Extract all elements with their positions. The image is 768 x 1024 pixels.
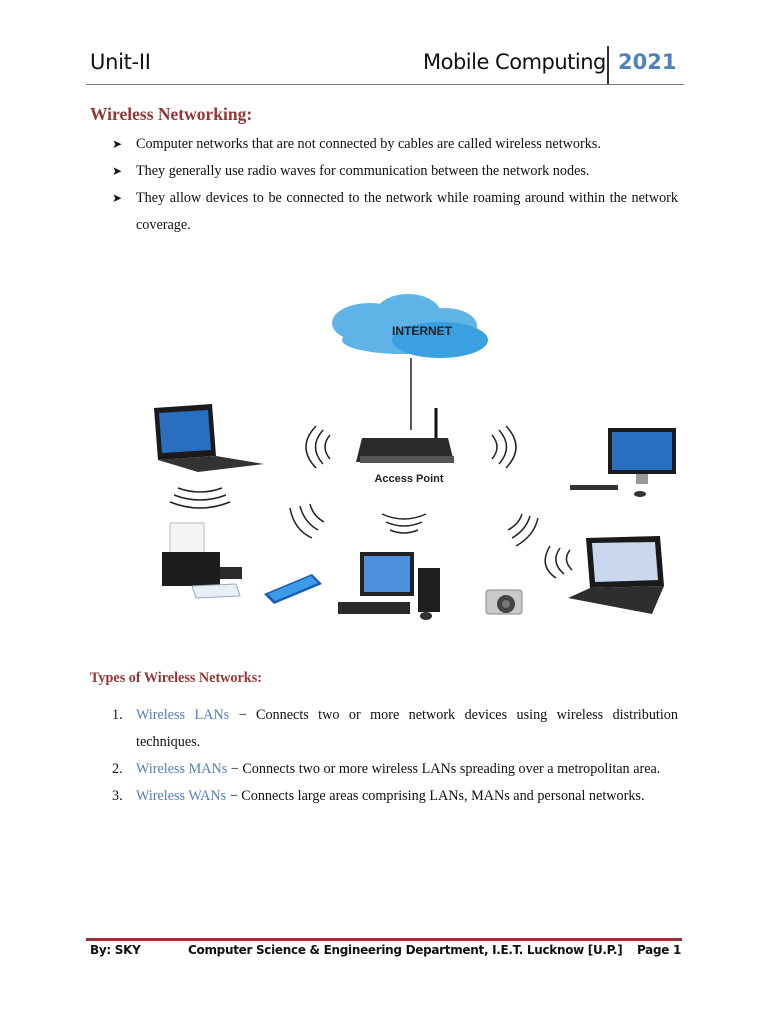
list-number: 3. bbox=[112, 788, 123, 804]
footer-author: By: SKY bbox=[90, 943, 141, 957]
wireless-network-diagram: INTERNET Access Point bbox=[154, 294, 676, 620]
bullet-text: They generally use radio waves for commu… bbox=[136, 163, 590, 179]
bullet-item: ➤ They allow devices to be connected to t… bbox=[112, 185, 678, 239]
bullet-text: They allow devices to be connected to th… bbox=[136, 190, 678, 233]
bullet-item: ➤ They generally use radio waves for comm… bbox=[112, 158, 678, 185]
internet-cloud-icon bbox=[332, 294, 488, 358]
list-item: 3. Wireless WANs − Connects large areas c… bbox=[112, 783, 678, 810]
footer-rule bbox=[86, 938, 682, 941]
header-rule bbox=[86, 84, 684, 85]
header-title: Mobile Computing bbox=[423, 50, 606, 74]
laptop-icon bbox=[568, 536, 664, 614]
camera-icon bbox=[485, 589, 523, 615]
header-year: 2021 bbox=[618, 50, 677, 74]
bullet-item: ➤ Computer networks that are not connecte… bbox=[112, 131, 678, 158]
list-number: 1. bbox=[112, 707, 123, 723]
types-title: Types of Wireless Networks: bbox=[90, 670, 262, 686]
term-description: − Connects two or more wireless LANs spr… bbox=[227, 761, 661, 777]
term-wireless-wans: Wireless WANs bbox=[136, 788, 227, 804]
term-wireless-lans: Wireless LANs bbox=[136, 707, 230, 723]
list-item: 2. Wireless MANs − Connects two or more w… bbox=[112, 756, 678, 783]
footer-department: Computer Science & Engineering Departmen… bbox=[188, 943, 623, 957]
wifi-signal-icon bbox=[169, 425, 573, 579]
arrow-bullet-icon: ➤ bbox=[112, 164, 123, 178]
list-number: 2. bbox=[112, 761, 123, 777]
access-point-icon bbox=[356, 408, 454, 463]
cloud-label: INTERNET bbox=[392, 324, 453, 338]
bullet-list: ➤ Computer networks that are not connecte… bbox=[112, 131, 678, 239]
footer-page-number: Page 1 bbox=[637, 943, 682, 957]
laptop-icon bbox=[154, 404, 264, 472]
header-unit: Unit-II bbox=[90, 50, 151, 74]
header-divider bbox=[607, 46, 609, 84]
types-list: 1. Wireless LANs − Connects two or more n… bbox=[112, 702, 678, 810]
term-description: − Connects large areas comprising LANs, … bbox=[226, 788, 645, 804]
term-description: − Connects two or more network devices u… bbox=[136, 707, 678, 750]
desktop-monitor-icon bbox=[570, 428, 676, 497]
list-item: 1. Wireless LANs − Connects two or more n… bbox=[112, 702, 678, 756]
arrow-bullet-icon: ➤ bbox=[112, 191, 123, 205]
printer-icon bbox=[162, 522, 242, 599]
bullet-text: Computer networks that are not connected… bbox=[136, 136, 601, 152]
arrow-bullet-icon: ➤ bbox=[112, 137, 123, 151]
desktop-computer-icon bbox=[338, 552, 440, 620]
section-title: Wireless Networking: bbox=[90, 104, 253, 124]
term-wireless-mans: Wireless MANs bbox=[136, 761, 228, 777]
access-point-label: Access Point bbox=[374, 473, 443, 485]
smartphone-icon bbox=[264, 574, 322, 604]
